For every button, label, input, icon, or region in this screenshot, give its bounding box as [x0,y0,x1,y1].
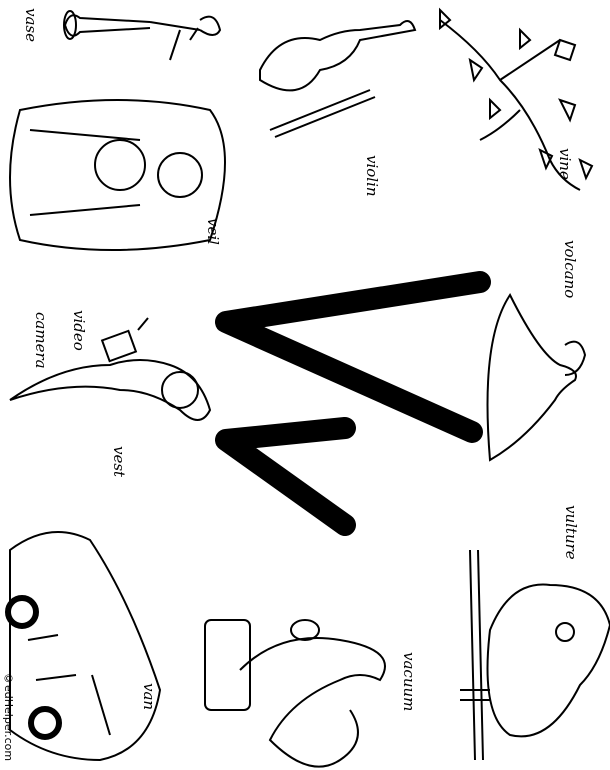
word-camera: camera [32,312,50,369]
word-vase: vase [22,8,40,42]
vase-picture [63,10,222,61]
veil-picture [9,99,226,251]
vacuum-picture [204,619,386,768]
word-violin: violin [363,155,381,197]
video-camera-boy-picture [9,317,212,421]
word-vacuum: vacuum [400,652,418,712]
word-van: van [140,683,158,711]
lowercase-v-letter [215,417,356,536]
uppercase-v-letter [215,271,491,443]
van-picture [5,531,162,762]
copyright-notice: ©edHelper.com [2,672,15,762]
word-veil: veil [204,218,222,245]
vine-picture [439,7,594,191]
word-vine: vine [556,148,574,180]
violin-picture [259,20,417,138]
word-vulture: vulture [562,505,580,560]
word-volcano: volcano [561,240,579,299]
volcano-picture [486,293,587,462]
word-vest: vest [110,446,128,478]
vulture-picture [460,549,610,761]
word-video: video [70,310,88,351]
